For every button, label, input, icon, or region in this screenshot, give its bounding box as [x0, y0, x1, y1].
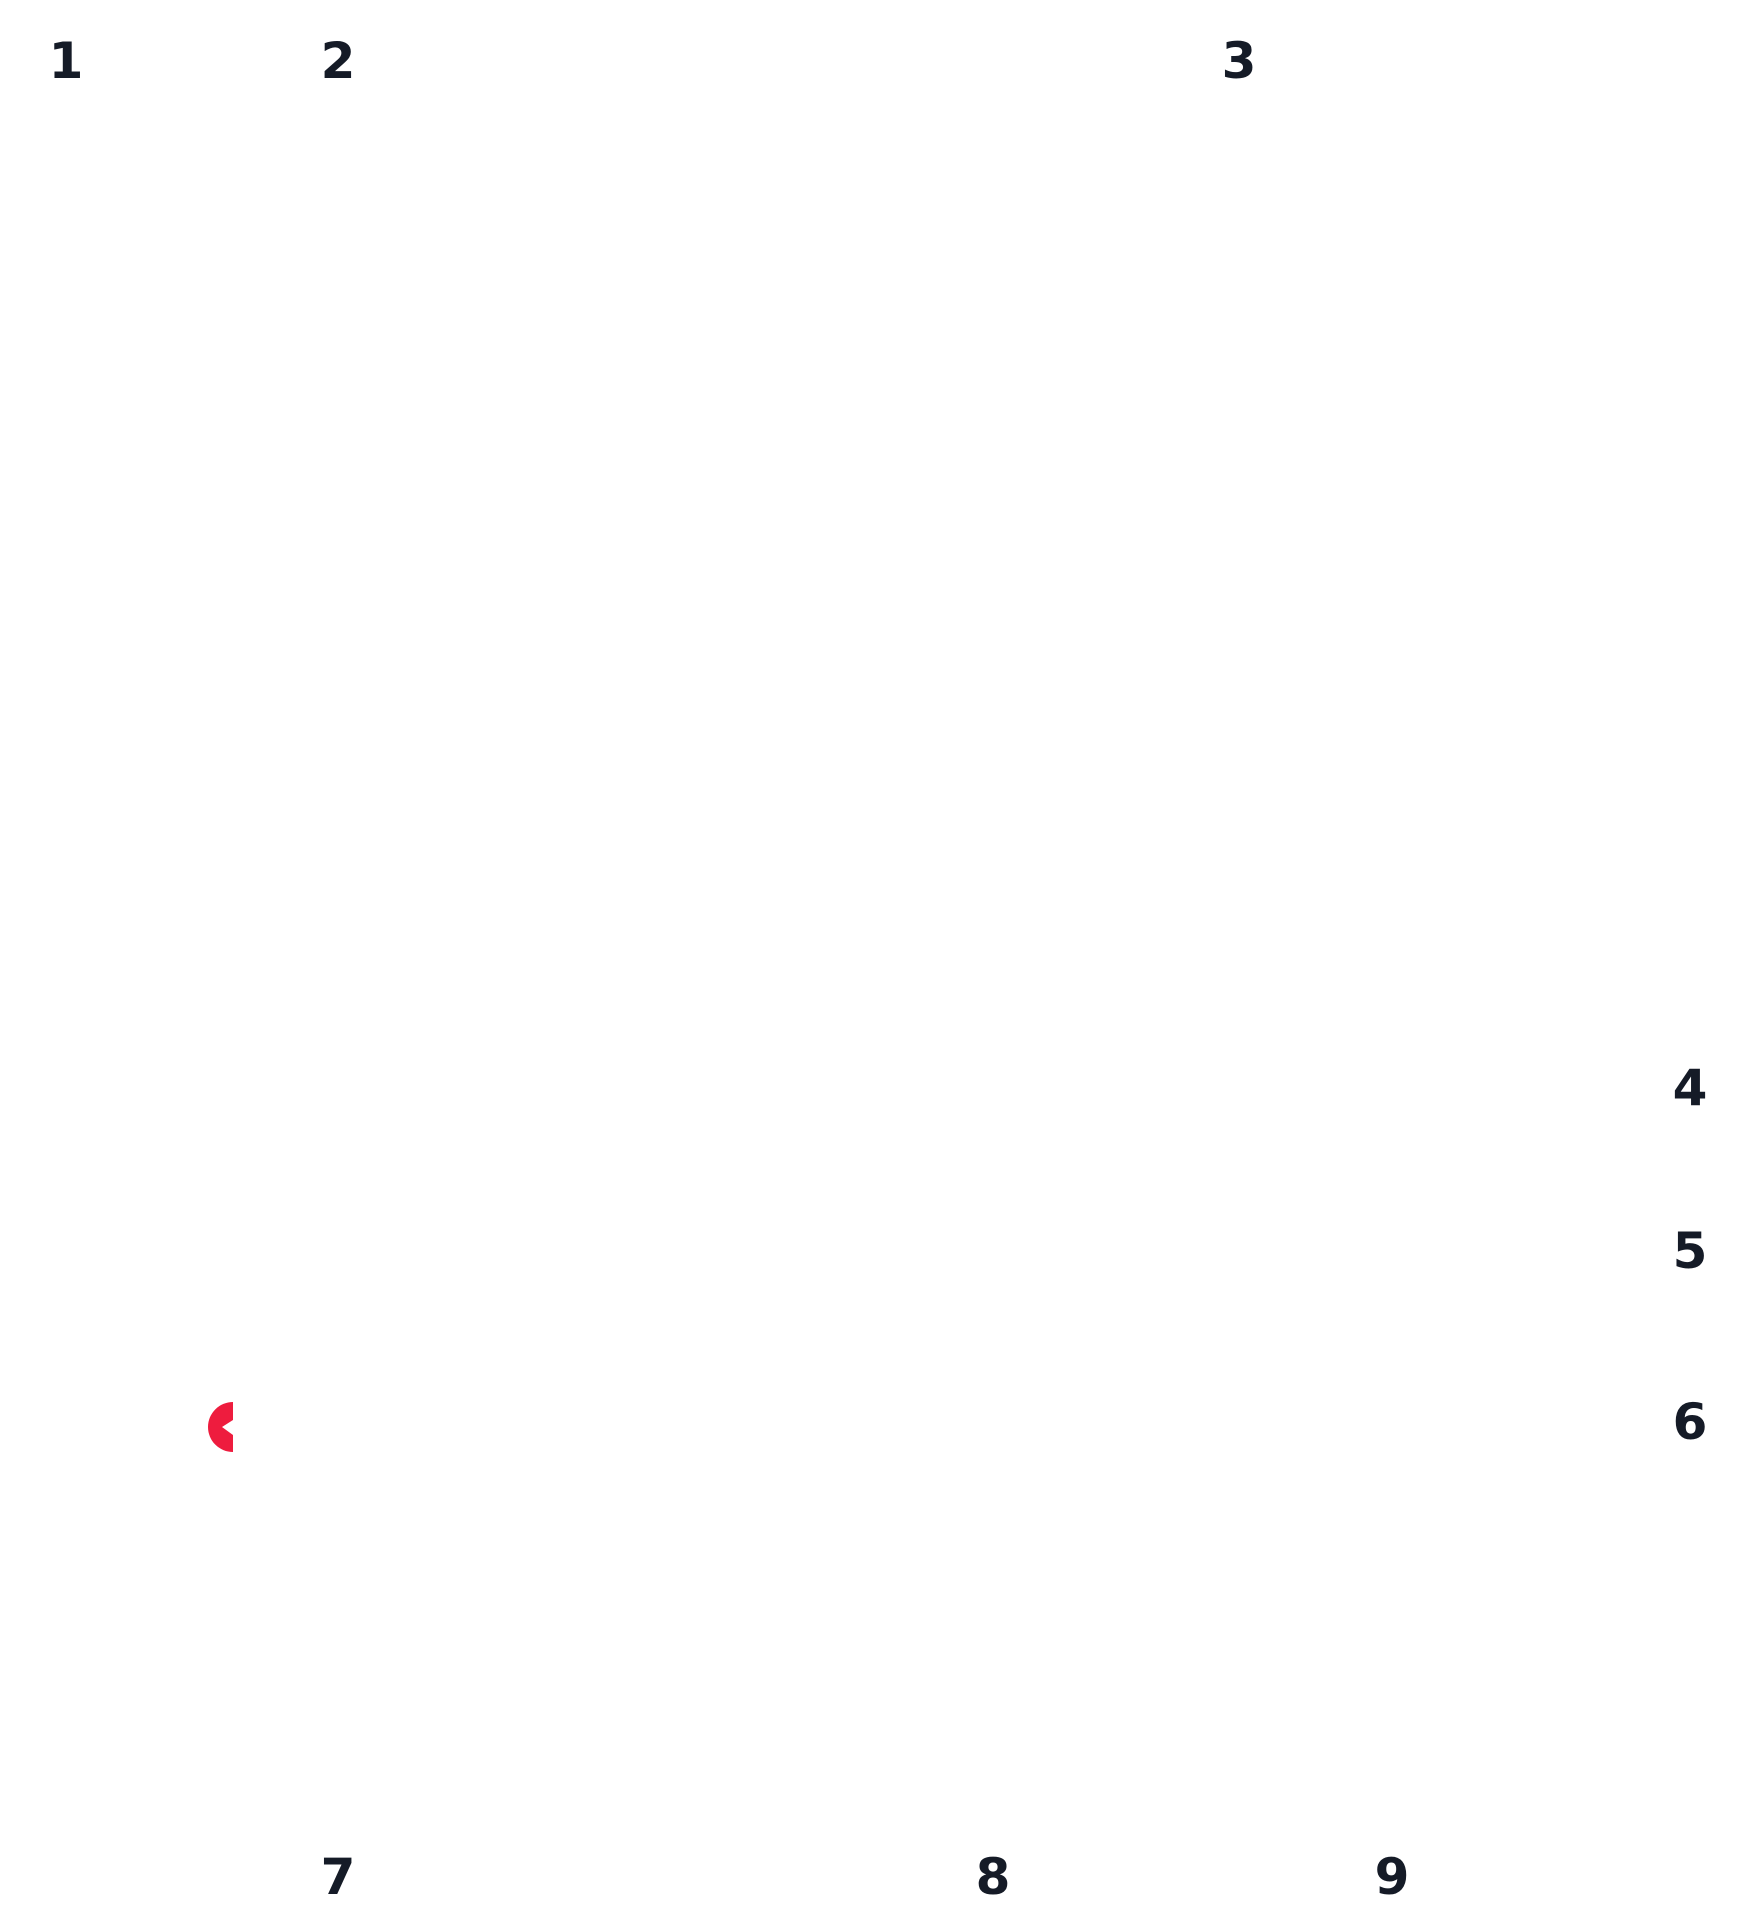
label-3: 3: [1221, 32, 1257, 90]
label-1: 1: [48, 32, 84, 90]
label-5: 5: [1672, 1222, 1708, 1280]
label-8: 8: [975, 1848, 1011, 1906]
label-2: 2: [320, 32, 356, 90]
half-circle-marker-icon: [208, 1402, 233, 1452]
label-9: 9: [1374, 1848, 1410, 1906]
label-7: 7: [320, 1848, 356, 1906]
label-4: 4: [1672, 1059, 1708, 1117]
label-6: 6: [1672, 1393, 1708, 1451]
